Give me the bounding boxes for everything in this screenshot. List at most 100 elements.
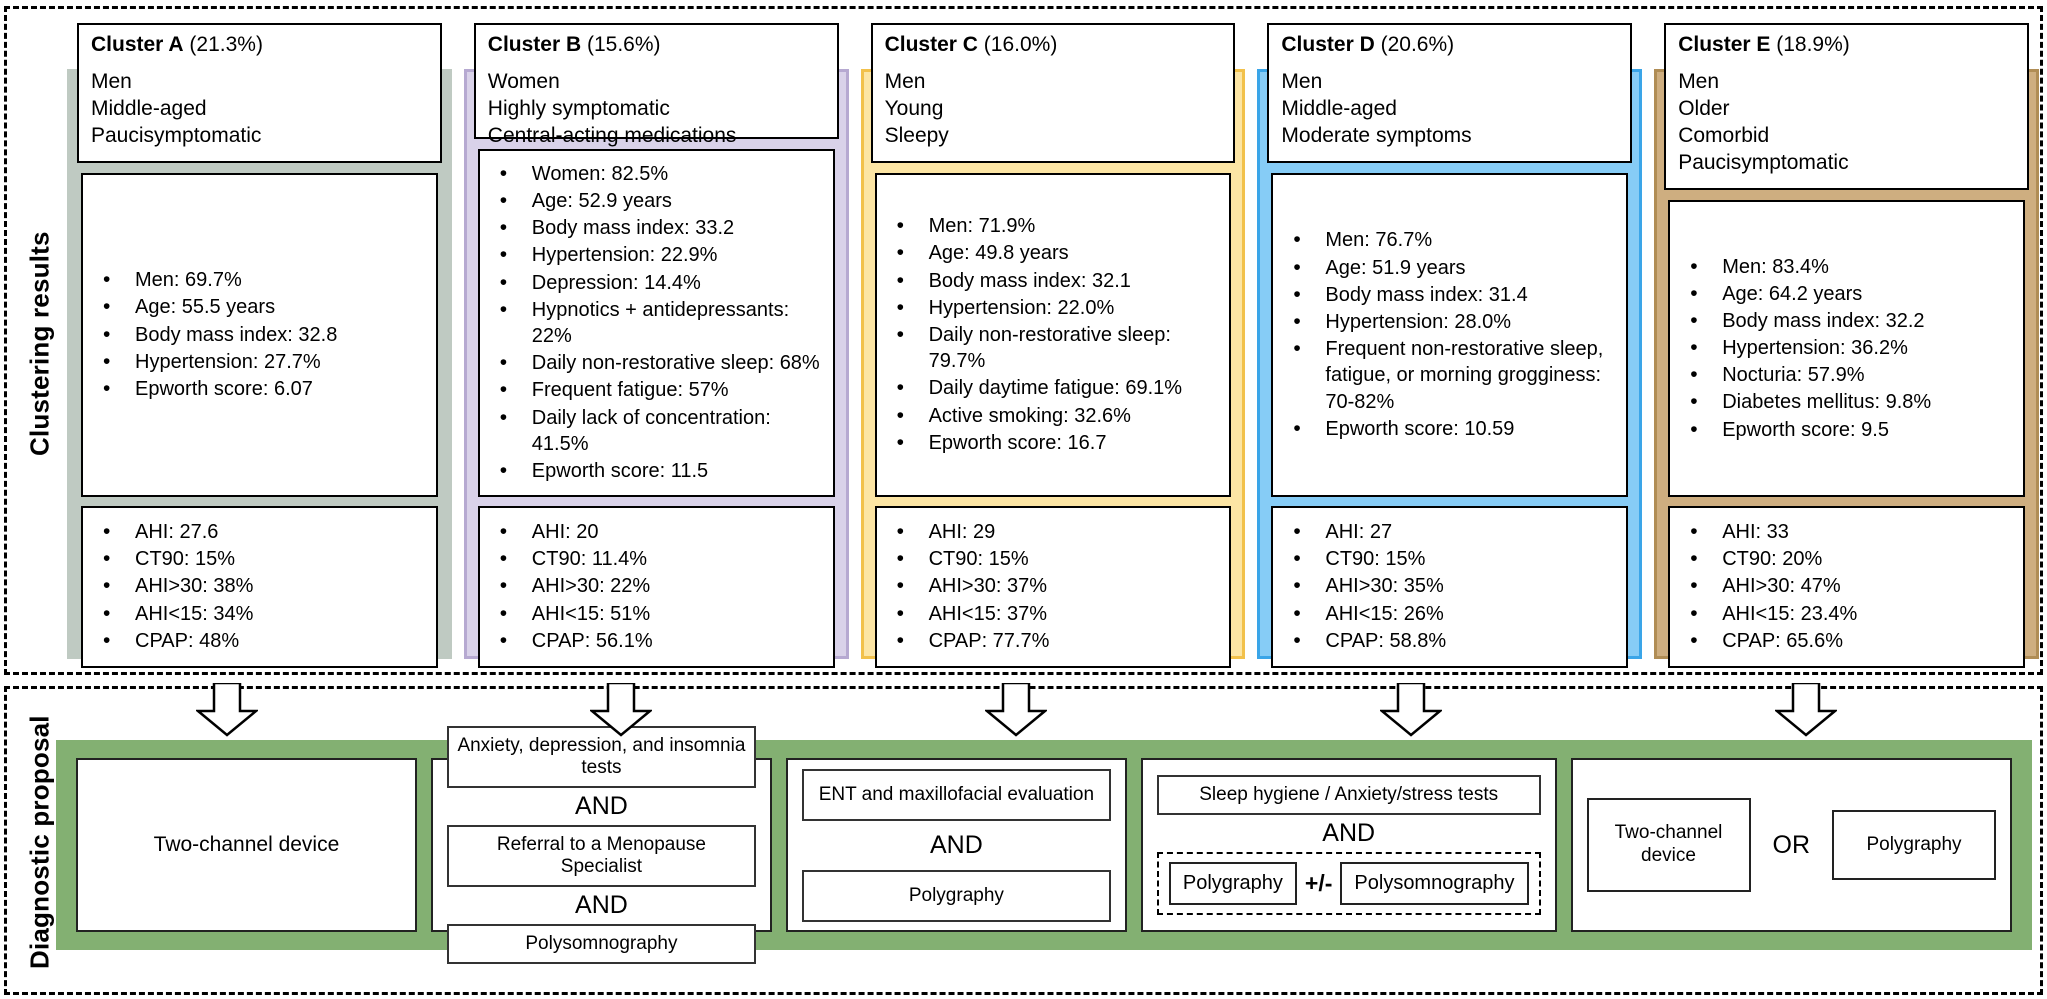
list-item: Diabetes mellitus: 9.8% — [1678, 388, 2017, 416]
diagnostic-item: Anxiety, depression, and insomnia tests — [446, 726, 756, 788]
list-item: CPAP: 65.6% — [1678, 627, 2017, 655]
cluster-name-e: Cluster E — [1678, 33, 1771, 56]
cluster-characteristics-c: Men: 71.9% Age: 49.8 years Body mass ind… — [874, 173, 1232, 498]
list-item: Epworth score: 6.07 — [91, 375, 430, 403]
cluster-header-b: Cluster B (15.6%) Women Highly symptomat… — [473, 23, 839, 147]
diagnostic-card-d: Sleep hygiene / Anxiety/stress tests AND… — [1140, 758, 1557, 932]
diagnostic-item: Referral to a Menopause Specialist — [446, 825, 756, 887]
cluster-descriptor: Women — [487, 70, 560, 93]
list-item: AHI<15: 34% — [91, 600, 430, 628]
cluster-descriptor: Young — [884, 97, 944, 121]
list-item: AHI: 33 — [1678, 518, 2017, 546]
cluster-header-d: Cluster D (20.6%) Men Middle-aged Modera… — [1267, 23, 1633, 164]
list-item: CT90: 11.4% — [488, 545, 827, 573]
list-item: AHI<15: 23.4% — [1678, 600, 2017, 628]
cluster-metrics-e: AHI: 33 CT90: 20% AHI>30: 47% AHI<15: 23… — [1668, 506, 2025, 668]
metrics-list: AHI: 27 CT90: 15% AHI>30: 35% AHI<15: 26… — [1281, 518, 1620, 654]
list-item: AHI<15: 26% — [1281, 600, 1620, 628]
clustering-results-section: Clustering results Cluster A (21.3%) Men… — [4, 6, 2043, 675]
cluster-column-d: Cluster D (20.6%) Men Middle-aged Modera… — [1257, 23, 1643, 668]
list-item: Age: 52.9 years — [488, 187, 827, 215]
list-item: Hypertension: 22.9% — [488, 241, 827, 269]
diagnostic-card-a: Two-channel device — [76, 758, 417, 932]
list-item: Men: 71.9% — [885, 212, 1224, 240]
list-item: Daily daytime fatigue: 69.1% — [885, 374, 1224, 402]
cluster-header-c: Cluster C (16.0%) Men Young Sleepy — [870, 23, 1236, 164]
cluster-header-a: Cluster A (21.3%) Men Middle-aged Paucis… — [77, 23, 442, 164]
list-item: CT90: 20% — [1678, 545, 2017, 573]
cluster-descriptor: Comorbid — [1678, 124, 1770, 148]
diagnostic-strip: Two-channel device Anxiety, depression, … — [56, 726, 2032, 964]
cluster-descriptor: Moderate symptoms — [1281, 124, 1472, 148]
characteristics-list: Women: 82.5% Age: 52.9 years Body mass i… — [488, 160, 827, 485]
cluster-name-b: Cluster B — [487, 33, 582, 56]
list-item: CT90: 15% — [1281, 545, 1620, 573]
diagnostic-item: Two-channel device — [1586, 798, 1751, 892]
list-item: Body mass index: 32.8 — [91, 321, 430, 349]
metrics-list: AHI: 20 CT90: 11.4% AHI>30: 22% AHI<15: … — [488, 518, 827, 654]
list-item: Age: 64.2 years — [1678, 280, 2017, 308]
list-item: Age: 49.8 years — [885, 239, 1224, 267]
cluster-title-b: Cluster B (15.6%) — [488, 33, 825, 57]
cluster-percent-a: (21.3%) — [189, 33, 263, 56]
metrics-list: AHI: 29 CT90: 15% AHI>30: 37% AHI<15: 37… — [885, 518, 1224, 655]
diagnostic-operator: AND — [1322, 819, 1376, 847]
cluster-column-c: Cluster C (16.0%) Men Young Sleepy Men: … — [860, 23, 1246, 668]
metrics-list: AHI: 27.6 CT90: 15% AHI>30: 38% AHI<15: … — [91, 518, 430, 655]
cluster-descriptor: Men — [91, 70, 132, 93]
diagnostic-item: Polysomnography — [446, 924, 756, 964]
list-item: AHI>30: 47% — [1678, 572, 2017, 600]
cluster-column-b: Cluster B (15.6%) Women Highly symptomat… — [463, 23, 849, 668]
list-item: Epworth score: 10.59 — [1281, 415, 1620, 443]
cluster-metrics-a: AHI: 27.6 CT90: 15% AHI>30: 38% AHI<15: … — [81, 506, 438, 668]
list-item: Depression: 14.4% — [488, 269, 827, 297]
cluster-percent-b: (15.6%) — [587, 33, 661, 56]
list-item: Body mass index: 31.4 — [1281, 281, 1620, 309]
list-item: AHI<15: 37% — [885, 600, 1224, 628]
cluster-title-d: Cluster D (20.6%) — [1281, 33, 1618, 57]
cluster-descriptor: Men — [1678, 70, 1720, 93]
diagnostic-card-c: ENT and maxillofacial evaluation AND Pol… — [785, 758, 1127, 932]
characteristics-list: Men: 71.9% Age: 49.8 years Body mass ind… — [885, 212, 1224, 457]
cluster-header-e: Cluster E (18.9%) Men Older Comorbid Pau… — [1664, 23, 2029, 191]
cluster-percent-c: (16.0%) — [983, 33, 1058, 56]
list-item: Body mass index: 32.2 — [1678, 307, 2017, 335]
list-item: AHI<15: 51% — [488, 600, 827, 628]
diagnostic-item: ENT and maxillofacial evaluation — [801, 768, 1111, 821]
diagnostic-operator: AND — [575, 891, 628, 919]
list-item: Hypnotics + antidepressants: 22% — [488, 296, 827, 349]
cluster-descriptor: Sleepy — [884, 124, 949, 148]
diagnostic-operator: AND — [575, 792, 628, 820]
list-item: Frequent non-restorative sleep, fatigue,… — [1281, 335, 1620, 415]
cluster-characteristics-b: Women: 82.5% Age: 52.9 years Body mass i… — [477, 148, 835, 498]
cluster-metrics-b: AHI: 20 CT90: 11.4% AHI>30: 22% AHI<15: … — [477, 506, 835, 668]
list-item: CPAP: 48% — [91, 627, 430, 655]
metrics-list: AHI: 33 CT90: 20% AHI>30: 47% AHI<15: 23… — [1678, 518, 2017, 655]
list-item: Body mass index: 33.2 — [488, 214, 827, 242]
diagnostic-item: Sleep hygiene / Anxiety/stress tests — [1156, 775, 1541, 815]
list-item: Epworth score: 9.5 — [1678, 416, 2017, 444]
list-item: AHI: 27 — [1281, 518, 1620, 546]
diagnostic-item: Two-channel device — [153, 833, 340, 856]
cluster-name-c: Cluster C — [884, 33, 978, 56]
list-item: AHI>30: 35% — [1281, 572, 1620, 600]
list-item: CPAP: 77.7% — [885, 627, 1224, 655]
down-arrow-icon-a — [196, 683, 258, 737]
list-item: Men: 69.7% — [91, 266, 430, 294]
cluster-metrics-c: AHI: 29 CT90: 15% AHI>30: 37% AHI<15: 37… — [874, 506, 1232, 668]
cluster-descriptor: Paucisymptomatic — [91, 124, 262, 148]
down-arrow-icon-c — [985, 683, 1047, 737]
cluster-name-a: Cluster A — [91, 33, 184, 56]
down-arrow-icon-e — [1775, 683, 1837, 737]
list-item: Active smoking: 32.6% — [885, 402, 1224, 430]
list-item: Nocturia: 57.9% — [1678, 361, 2017, 389]
list-item: Hypertension: 28.0% — [1281, 308, 1620, 336]
cluster-title-a: Cluster A (21.3%) — [91, 33, 428, 57]
list-item: AHI>30: 38% — [91, 572, 430, 600]
cluster-column-a: Cluster A (21.3%) Men Middle-aged Paucis… — [67, 23, 452, 668]
cluster-characteristics-d: Men: 76.7% Age: 51.9 years Body mass ind… — [1271, 173, 1629, 498]
diagnostic-operator: AND — [929, 830, 983, 859]
cluster-descriptor: Older — [1678, 97, 1730, 121]
list-item: Hypertension: 27.7% — [91, 348, 430, 376]
